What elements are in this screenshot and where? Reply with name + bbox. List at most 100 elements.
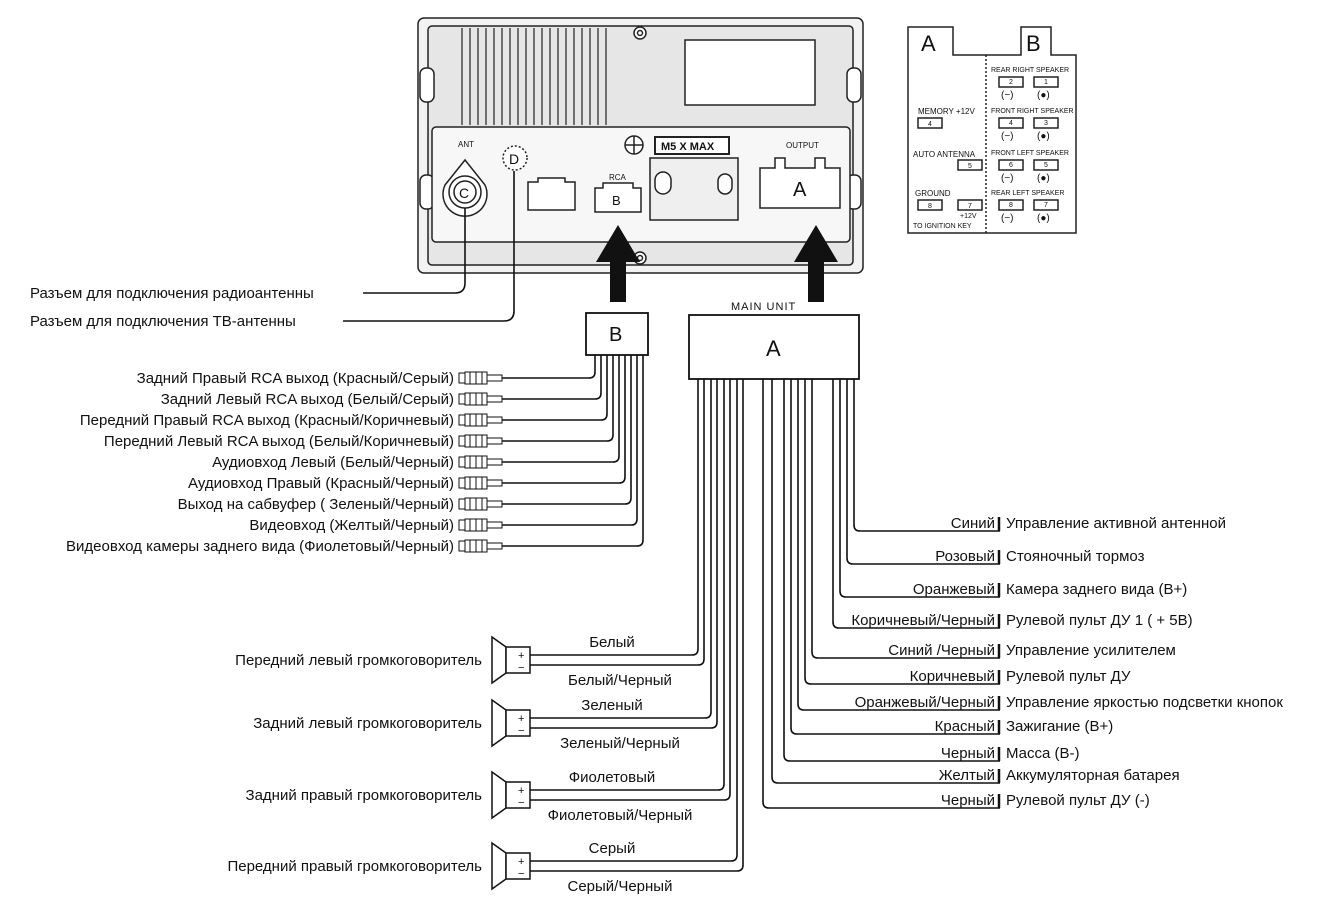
power-wire (797, 379, 1000, 711)
speaker-minus-sign: − (518, 662, 524, 674)
speaker-name-label: Задний правый громкоговоритель (246, 787, 483, 804)
ground-label: GROUND (915, 189, 951, 198)
pinout-plus-sym: (●) (1037, 213, 1050, 224)
rca-wire (502, 355, 602, 400)
d-label: D (509, 151, 519, 167)
speaker-name-label: Задний левый громкоговоритель (253, 715, 482, 732)
rca-output-label: Аудиовход Левый (Белый/Черный) (212, 454, 454, 471)
antenna-leaders (343, 171, 515, 322)
pinout-plus-sym: (●) (1037, 173, 1050, 184)
rca-wire (502, 355, 644, 547)
main-unit-label: MAIN UNIT (731, 301, 796, 313)
tv-antenna-label: Разъем для подключения ТВ-антенны (30, 313, 296, 330)
speaker-icon (491, 841, 531, 891)
speaker-plus-sign: + (518, 713, 524, 725)
power-wire-color-label: Черный (941, 792, 995, 809)
connector-a-box (688, 314, 860, 380)
power-wire (846, 379, 1000, 565)
power-wire (839, 379, 1000, 598)
speaker-plus-wire-label: Белый (589, 634, 635, 651)
power-wire (804, 379, 1000, 685)
pinout-pin-minus: 8 (1009, 202, 1013, 209)
speaker-minus-wire-label: Белый/Черный (568, 672, 672, 689)
ignition-top-label: +12V (960, 213, 977, 220)
radio-antenna-label: Разъем для подключения радиоантенны (30, 285, 314, 302)
pinout-speaker-title: REAR LEFT SPEAKER (991, 190, 1064, 197)
speaker-plus-sign: + (518, 650, 524, 662)
pinout-minus-sym: (−) (1001, 90, 1014, 101)
rca-output-label: Задний Левый RCA выход (Белый/Серый) (161, 391, 454, 408)
connector-a-label: A (766, 336, 781, 361)
speaker-name-label: Передний левый громкоговоритель (235, 652, 482, 669)
speaker-plus-sign: + (518, 785, 524, 797)
pinout-pin-minus: 4 (1009, 120, 1013, 127)
speaker-minus-wire-label: Зеленый/Черный (560, 735, 680, 752)
power-wire-color-label: Синий (951, 515, 995, 532)
speaker-minus-wire (530, 379, 718, 729)
speaker-minus-sign: − (518, 797, 524, 809)
speaker-plus-wire-label: Серый (589, 840, 636, 857)
speaker-plus-wire (530, 379, 712, 719)
pinout-b-header: B (1026, 31, 1041, 56)
power-wire-color-label: Синий /Черный (888, 642, 995, 659)
speaker-icon (491, 698, 531, 748)
speaker-icon (491, 635, 531, 685)
rca-output-label: Задний Правый RCA выход (Красный/Серый) (137, 370, 454, 387)
rca-wire (502, 355, 608, 421)
rca-plug-icon (458, 455, 503, 469)
pinout-pin-minus: 6 (1009, 162, 1013, 169)
pinout-plus-sym: (●) (1037, 90, 1050, 101)
power-wire-color-label: Коричневый (910, 668, 995, 685)
speaker-wiring: +−Передний левый громкоговорительБелыйБе… (227, 379, 744, 895)
speaker-minus-sign: − (518, 725, 524, 737)
power-wire-color-label: Коричневый/Черный (851, 612, 995, 629)
rca-wire (502, 355, 620, 463)
head-unit-rear (417, 17, 864, 302)
power-wire-function-label: Масса (В-) (1006, 745, 1080, 762)
rca-plug-icon (458, 539, 503, 553)
pinout-a-header: A (921, 31, 936, 56)
output-a-label: A (793, 179, 807, 201)
power-wire-function-label: Рулевой пульт ДУ (1006, 668, 1131, 685)
power-wire-color-label: Красный (935, 718, 995, 735)
ant-label: ANT (458, 140, 474, 149)
rca-plug-icon (458, 497, 503, 511)
c-label: C (459, 185, 469, 201)
power-wire (853, 379, 1000, 532)
memory-label: MEMORY +12V (918, 107, 976, 116)
speaker-minus-wire (530, 379, 705, 666)
pinout-minus-sym: (−) (1001, 131, 1014, 142)
ignition-pin: 7 (968, 203, 972, 210)
power-wire-function-label: Управление яркостью подсветки кнопок (1006, 694, 1283, 711)
rca-output-label: Аудиовход Правый (Красный/Черный) (188, 475, 454, 492)
pinout-pin-plus: 5 (1044, 162, 1048, 169)
speaker-icon (491, 770, 531, 820)
ground-pin: 8 (928, 203, 932, 210)
pinout-speaker-title: FRONT RIGHT SPEAKER (991, 108, 1074, 115)
power-wire-color-label: Черный (941, 745, 995, 762)
auto-antenna-pin: 5 (968, 163, 972, 170)
rca-output-label: Выход на сабвуфер ( Зеленый/Черный) (178, 496, 454, 513)
speaker-minus-wire (530, 379, 731, 801)
power-wire-color-label: Оранжевый (913, 581, 995, 598)
rca-b-label: B (612, 193, 621, 208)
speaker-minus-wire-label: Фиолетовый/Черный (548, 807, 693, 824)
speaker-plus-wire (530, 379, 699, 656)
rca-wire (502, 355, 614, 442)
rca-output-label: Видеовход (Желтый/Черный) (249, 517, 454, 534)
auto-antenna-label: AUTO ANTENNA (913, 150, 976, 159)
pinout-speaker-title: FRONT LEFT SPEAKER (991, 150, 1069, 157)
power-wire (771, 379, 1000, 784)
speaker-name-label: Передний правый громкоговоритель (227, 858, 482, 875)
power-wire-function-label: Управление активной антенной (1006, 515, 1226, 532)
rca-plug-icon (458, 434, 503, 448)
rca-outputs: Задний Правый RCA выход (Красный/Серый) З… (66, 355, 644, 555)
rca-label: RCA (609, 173, 627, 182)
rca-output-label: Передний Правый RCA выход (Красный/Корич… (80, 412, 454, 429)
power-wire-function-label: Рулевой пульт ДУ 1 ( + 5В) (1006, 612, 1193, 629)
connector-b-label: B (609, 324, 622, 346)
speaker-plus-wire-label: Зеленый (581, 697, 642, 714)
connector-b-box (585, 312, 649, 356)
